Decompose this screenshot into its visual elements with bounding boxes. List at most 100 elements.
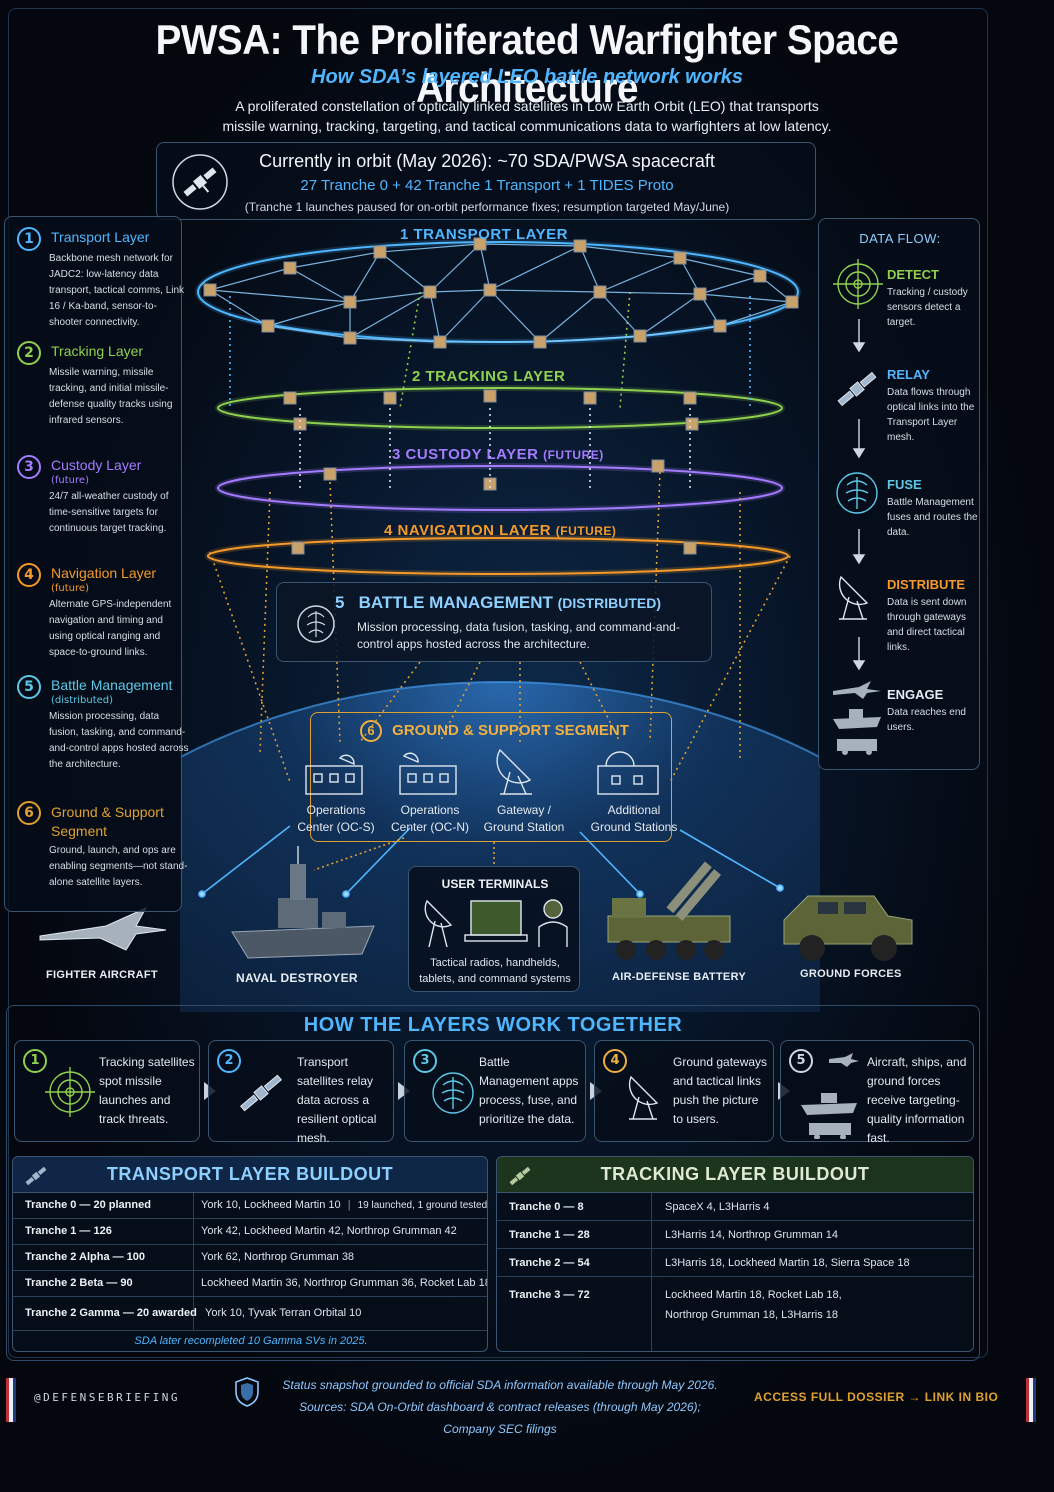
data-flow-detect-desc: Tracking / custody sensors detect a targ… [887,287,968,328]
tracking-vendors-cell: SpaceX 4, L3Harris 4 [665,1201,770,1213]
battle-management-num: 5 [335,593,345,612]
ground-site-oc-s: Operations Center (OC-S) [297,803,375,834]
ground-stations-icons [305,748,659,795]
transport-buildout-header: TRANSPORT LAYER BUILDOUT [13,1157,487,1193]
table-row: Tranche 2 Beta — 90 Lockheed Martin 36, … [13,1271,487,1297]
how-step-2-text: Transport satellites relay data across a… [297,1055,377,1145]
intro-line-2: missile warning, tracking, targeting, an… [222,118,832,134]
naval-destroyer-label: NAVAL DESTROYER [236,971,358,985]
how-forces-icon [801,1053,859,1139]
tracking-layer-ring [215,385,785,431]
naval-destroyer-icon [231,846,375,959]
ops-center-s-icon [305,754,363,795]
legend-head-battle: Battle Management [51,677,173,693]
tracking-col-divider [651,1193,652,1351]
ops-center-n-icon [399,752,457,795]
legend-head-tracking: Tracking Layer [51,343,144,359]
table-row: Tranche 2 Alpha — 100 York 62, Northrop … [13,1245,487,1271]
how-step-4-text: Ground gateways and tactical links push … [673,1055,768,1126]
how-step-2-num: 2 [217,1049,241,1073]
legend-head-navigation: Navigation Layer [51,565,157,581]
tracking-vendors-cell: L3Harris 14, Northrop Grumman 14 [665,1229,839,1241]
custody-layer-name: 3 CUSTODY LAYER [392,446,539,463]
legend-num-3: 3 [17,455,41,479]
satellite-icon [25,1166,47,1186]
how-dish-icon [628,1075,659,1120]
tracking-tranche-cell: Tranche 0 — 8 [509,1201,584,1213]
how-together-title: HOW THE LAYERS WORK TOGETHER [303,1014,683,1036]
data-flow-engage-desc: Data reaches end users. [887,707,966,733]
battle-management-dist: (DISTRIBUTED) [557,595,662,611]
data-flow-panel: DATA FLOW: DETECT Tracking / custody sen… [818,218,980,770]
how-step-3: 3 Battle Management apps process, fuse, … [404,1040,586,1142]
shield-icon [235,1377,259,1407]
fuse-brain-icon [836,472,878,514]
tracking-vendors-cell: Lockheed Martin 18, Rocket Lab 18, North… [665,1289,842,1321]
tracking-buildout-table: TRACKING LAYER BUILDOUT Tranche 0 — 8 Sp… [496,1156,974,1352]
data-flow-title: DATA FLOW: [859,231,941,246]
satellite-icon [509,1166,531,1186]
how-step-1-text: Tracking satellites spot missile launche… [99,1055,195,1126]
layers-legend-panel: 1 Transport Layer Backbone mesh network … [4,216,189,912]
intro-text: A proliferated constellation of opticall… [100,96,954,136]
engage-forces-icon [833,681,881,755]
transport-vendors-cell: York 10, Tyvak Terran Orbital 10 [205,1307,362,1319]
data-flow-distribute-head: DISTRIBUTE [887,577,965,592]
how-step-4: 4 Ground gateways and tactical links pus… [594,1040,774,1142]
footer-handle[interactable]: @DEFENSEBRIEFING [34,1391,180,1404]
navigation-future-tag: (FUTURE) [555,524,617,538]
data-flow-engage-head: ENGAGE [887,687,944,702]
target-icon [833,259,883,309]
transport-vendors-cell: York 62, Northrop Grumman 38 [201,1251,355,1263]
legend-head-custody: Custody Layer [51,457,142,473]
how-target-icon [45,1067,95,1117]
battle-management-box: 5 BATTLE MANAGEMENT (DISTRIBUTED) Missio… [276,582,712,662]
navigation-layer-ring [205,535,791,577]
inter-layer-links [209,291,791,783]
satellite-icon [172,154,228,210]
battle-management-title: 5 BATTLE MANAGEMENT (DISTRIBUTED) [335,593,661,613]
legend-desc-custody: 24/7 all-weather custody of time-sensiti… [49,491,169,534]
access-dossier-link[interactable]: ACCESS FULL DOSSIER → LINK IN BIO [754,1390,999,1404]
data-flow-fuse-desc: Battle Management fuses and routes the d… [887,497,978,538]
table-row: Tranche 1 — 28 L3Harris 14, Northrop Gru… [497,1221,973,1249]
transport-layer-label: 1 TRANSPORT LAYER [400,226,568,243]
transport-tranche-cell: Tranche 2 Beta — 90 [25,1277,133,1289]
footer-accent-left [6,1378,16,1422]
fighter-aircraft-label: FIGHTER AIRCRAFT [46,969,158,981]
table-row: Tranche 3 — 72 Lockheed Martin 18, Rocke… [497,1277,973,1351]
legend-head-transport: Transport Layer [51,229,150,245]
tracking-buildout-title: TRACKING LAYER BUILDOUT [600,1164,870,1184]
table-row: Tranche 2 Gamma — 20 awarded York 10, Ty… [13,1297,487,1331]
data-flow-relay-desc: Data flows through optical links into th… [887,387,975,443]
how-step-2: 2 Transport satellites relay data across… [208,1040,394,1145]
legend-desc-tracking: Missile warning, missile tracking, and i… [49,367,173,426]
orbit-status-main: Currently in orbit (May 2026): ~70 SDA/P… [259,151,715,171]
page-subtitle: How SDA’s layered LEO battle network wor… [311,66,743,88]
legend-desc-battle: Mission processing, data fusion, tasking… [49,711,189,770]
ground-support-name: GROUND & SUPPORT SEGMENT [392,722,629,739]
legend-num-2: 2 [17,341,41,365]
legend-future-navigation: (future) [51,583,89,594]
how-step-3-num: 3 [413,1049,437,1073]
additional-stations-icon [597,751,659,795]
ground-support-title: 6 GROUND & SUPPORT SEGMENT [360,720,629,742]
ground-site-gateway: Gateway / Ground Station [483,803,565,834]
transport-vendors-cell: York 10, Lockheed Martin 10 | 19 launche… [201,1199,488,1211]
ground-support-num: 6 [360,720,382,742]
legend-desc-navigation: Alternate GPS-independent navigation and… [49,599,172,658]
custody-layer-ring [215,459,785,513]
tracking-vendors-cell: L3Harris 18, Lockheed Martin 18, Sierra … [665,1257,910,1269]
how-brain-icon [432,1072,474,1114]
legend-head-ground: Ground & Support Segment [51,804,164,839]
how-satellite-icon [239,1074,283,1112]
transport-col-divider [193,1193,194,1331]
transport-buildout-note: SDA later recompleted 10 Gamma SVs in 20… [134,1335,368,1347]
gateway-dish-icon [496,748,532,795]
orbit-status-sub: 27 Tranche 0 + 42 Tranche 1 Transport + … [300,177,674,194]
air-defense-battery-label: AIR-DEFENSE BATTERY [612,971,747,983]
data-flow-arrows [852,319,866,671]
footer-sources: Status snapshot grounded to official SDA… [282,1378,718,1436]
fighter-aircraft-icon [39,906,167,951]
